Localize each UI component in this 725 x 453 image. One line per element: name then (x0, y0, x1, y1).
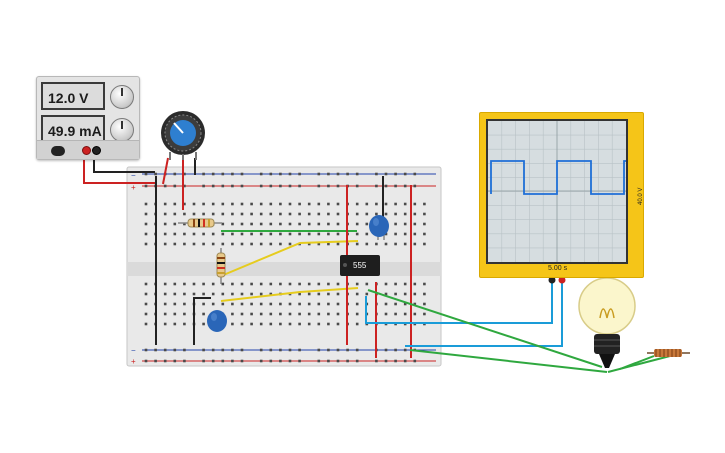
probe-terminals (548, 276, 566, 284)
current-knob[interactable] (110, 118, 134, 142)
ic-label: 555 (353, 261, 367, 270)
light-bulb[interactable] (578, 277, 636, 368)
wire-cyan-scope-2[interactable] (405, 280, 563, 347)
wire-black-psu-negative[interactable] (93, 157, 155, 173)
resistor[interactable] (216, 248, 226, 284)
oscilloscope[interactable]: 5.00 s 40.0 V (479, 112, 644, 278)
potentiometer-indicator (173, 122, 184, 134)
wire-red-psu-positive[interactable] (83, 157, 155, 184)
voltage-knob[interactable] (110, 85, 134, 109)
oscilloscope-grid (488, 121, 626, 262)
volts-per-division: 40.0 V (638, 187, 644, 205)
dc-power-supply[interactable]: 12.0 V 49.9 mA (36, 76, 140, 160)
rail-plus-sign: + (131, 357, 136, 366)
negative-terminal[interactable] (92, 146, 101, 155)
power-switch[interactable] (51, 146, 65, 156)
wire-green-bulb-2[interactable] (409, 349, 608, 373)
breadboard[interactable]: + − + − (126, 166, 442, 367)
potentiometer[interactable] (161, 111, 205, 160)
wire-red-pot[interactable] (162, 157, 169, 185)
wires (83, 157, 671, 373)
oscilloscope-screen (486, 119, 628, 264)
wire-yellow-top[interactable] (220, 240, 359, 277)
capacitor[interactable] (207, 310, 227, 332)
psu-bottom-panel (37, 140, 139, 159)
rail-plus-sign: + (131, 183, 136, 192)
wire-black-cap[interactable] (193, 297, 211, 345)
filament-icon (599, 308, 615, 319)
resistor[interactable] (178, 218, 222, 228)
ic-555-chip[interactable]: 555 (340, 255, 380, 276)
inductor-coil[interactable] (647, 349, 690, 357)
wire-green-coil-2[interactable] (607, 355, 671, 373)
scope-probe-red[interactable] (558, 276, 566, 284)
rail-minus-sign: − (131, 171, 136, 180)
time-per-division: 5.00 s (548, 265, 568, 272)
square-wave-trace (490, 160, 626, 195)
current-display: 49.9 mA (41, 115, 105, 143)
wire-green-bulb-1[interactable] (367, 289, 603, 368)
capacitor[interactable] (369, 215, 389, 240)
rail-minus-sign: − (131, 346, 136, 355)
voltage-display: 12.0 V (41, 82, 105, 110)
wire-cyan-scope-1[interactable] (365, 280, 553, 324)
wire-yellow-bottom[interactable] (220, 287, 359, 302)
scope-probe-black[interactable] (548, 276, 556, 284)
positive-terminal[interactable] (82, 146, 91, 155)
